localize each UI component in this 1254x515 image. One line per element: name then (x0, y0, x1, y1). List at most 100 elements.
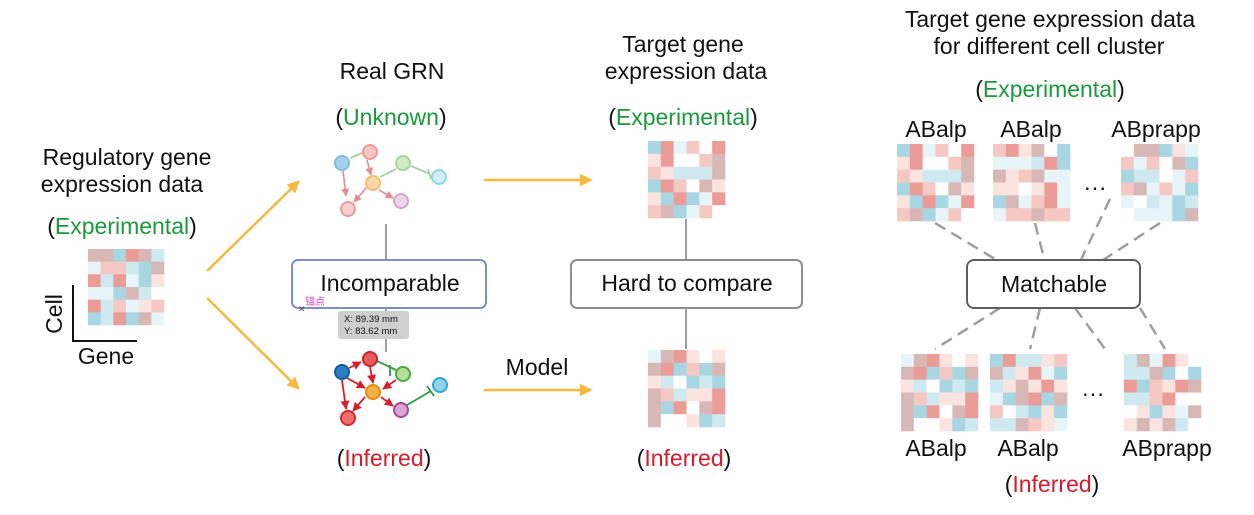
heatmap-cell (1175, 379, 1189, 393)
heatmap-cell (660, 414, 674, 428)
heatmap-cell (673, 388, 687, 402)
heatmap-cell (948, 169, 962, 183)
heatmap-cell (699, 401, 713, 415)
col3-inferred-heatmap (648, 350, 726, 428)
col3-status-bottom-word: Inferred (644, 445, 723, 471)
heatmap-cell (926, 354, 940, 368)
heatmap-cell (686, 414, 700, 428)
heatmap-cell (673, 375, 687, 389)
heatmap-cell (990, 418, 1004, 432)
heatmap-cell (1044, 156, 1058, 170)
heatmap-cell (913, 405, 927, 419)
heatmap-cell (673, 166, 687, 180)
top-cluster-heatmap (993, 144, 1071, 222)
heatmap-cell (1054, 405, 1068, 419)
heatmap-cell (699, 414, 713, 428)
heatmap-cell (1028, 418, 1042, 432)
heatmap-cell (1005, 182, 1019, 196)
heatmap-cell (1005, 208, 1019, 222)
heatmap-cell (1002, 379, 1016, 393)
bottom-cluster-label: ABalp (997, 435, 1058, 461)
heatmap-cell (948, 208, 962, 222)
heatmap-cell (648, 166, 662, 180)
heatmap-cell (699, 192, 713, 206)
heatmap-cell (1015, 418, 1029, 432)
real-grn-edge (410, 165, 431, 175)
real-grn-node (362, 144, 378, 160)
heatmap-cell (1149, 405, 1163, 419)
heatmap-cell (1041, 418, 1055, 432)
heatmap-cell (660, 153, 674, 167)
real-grn-node (431, 169, 447, 185)
heatmap-cell (1146, 195, 1160, 209)
heatmap-cell (151, 261, 165, 275)
heatmap-cell (913, 379, 927, 393)
heatmap-cell (948, 195, 962, 209)
top-cluster-label: ABprapp (1111, 116, 1201, 142)
heatmap-cell (952, 405, 966, 419)
heatmap-cell (138, 299, 152, 313)
heatmap-cell (1133, 169, 1147, 183)
heatmap-cell (686, 388, 700, 402)
match-connector (934, 221, 1001, 264)
col4-status-top: (Experimental) (975, 76, 1125, 102)
heatmap-cell (926, 379, 940, 393)
col2-status-bottom-word: Inferred (344, 445, 423, 471)
coord-tooltip-x: X: 89.39 mm (344, 314, 398, 325)
arrow-to-real-grn (206, 180, 300, 272)
col3-title-line1: Target gene (622, 31, 743, 57)
inferred-grn-edge (382, 379, 397, 390)
heatmap-cell (1172, 144, 1186, 158)
inferred-grn-edge (352, 396, 366, 412)
top-ellipsis: ··· (1084, 174, 1107, 200)
heatmap-cell (1015, 379, 1029, 393)
inferred-grn-network (334, 351, 448, 426)
heatmap-cell (673, 401, 687, 415)
heatmap-cell (909, 182, 923, 196)
col1-status-word: Experimental (55, 213, 189, 239)
col1-status-close: ) (189, 213, 197, 239)
heatmap-cell (909, 169, 923, 183)
inferred-grn-edge (380, 396, 394, 407)
heatmap-cell (1044, 144, 1058, 158)
col3-status-top-word: Experimental (616, 104, 750, 130)
inferred-grn-node (365, 384, 381, 400)
heatmap-cell (1172, 195, 1186, 209)
heatmap-cell (660, 388, 674, 402)
heatmap-cell (961, 144, 975, 158)
heatmap-cell (1002, 418, 1016, 432)
heatmap-cell (1136, 418, 1150, 432)
col4-title-line2: for different cell cluster (934, 33, 1165, 59)
col1-status: (Experimental) (47, 213, 197, 239)
heatmap-cell (660, 350, 674, 364)
arrow-to-inferred-grn (206, 297, 300, 390)
heatmap-cell (1146, 169, 1160, 183)
heatmap-cell (113, 274, 127, 288)
match-connector (1099, 221, 1161, 264)
heatmap-cell (151, 249, 165, 262)
col2-status-top-close: ) (439, 104, 447, 130)
heatmap-cell (1188, 379, 1202, 393)
heatmap-cell (151, 287, 165, 300)
heatmap-cell (993, 169, 1007, 183)
col4-status-top-open: ( (975, 76, 983, 102)
heatmap-cell (673, 414, 687, 428)
heatmap-cell (712, 375, 726, 389)
heatmap-cell (673, 141, 687, 155)
heatmap-cell (673, 192, 687, 206)
col1-axis-x-label: Gene (78, 343, 134, 369)
heatmap-cell (1162, 405, 1176, 419)
col3-status-bottom-open: ( (637, 445, 645, 471)
col1-axis-y-label: Cell (41, 294, 67, 334)
heatmap-cell (1188, 405, 1202, 419)
heatmap-cell (1133, 195, 1147, 209)
heatmap-cell (100, 312, 114, 326)
heatmap-cell (88, 249, 101, 262)
heatmap-cell (913, 366, 927, 380)
heatmap-cell (712, 414, 726, 428)
inferred-grn-edge (426, 385, 435, 397)
heatmap-cell (1028, 354, 1042, 368)
model-label: Model (506, 354, 569, 380)
heatmap-cell (1124, 392, 1138, 406)
heatmap-cell (1057, 169, 1071, 183)
